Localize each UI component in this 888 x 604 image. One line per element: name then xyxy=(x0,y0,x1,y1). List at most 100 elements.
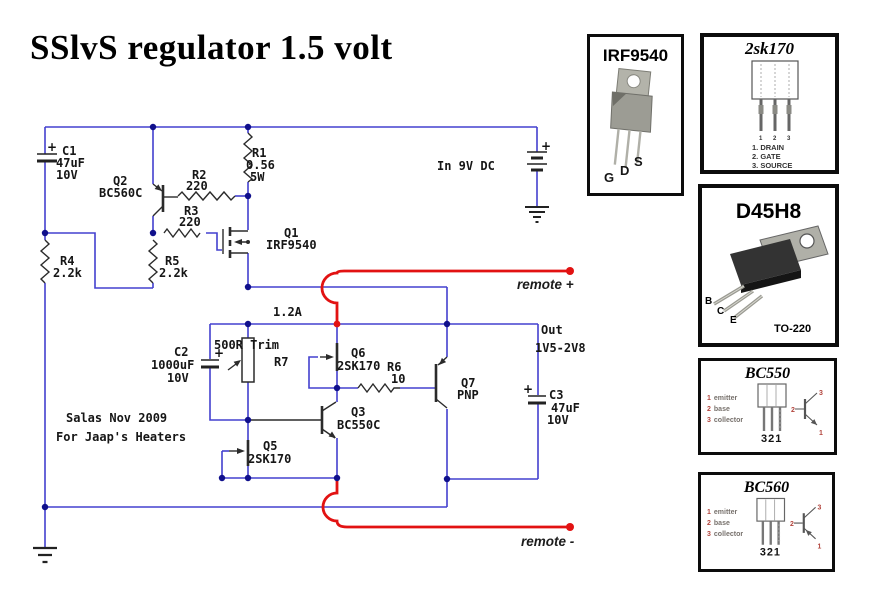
resistors xyxy=(39,132,400,394)
bc550-package-drawing: 321 xyxy=(757,383,787,445)
resistor-r6 xyxy=(357,382,400,394)
svg-text:3: 3 xyxy=(819,390,823,397)
label-current-label: 1.2A xyxy=(273,305,303,319)
remote-plus-terminal xyxy=(566,267,574,275)
panel-2sk170: 2sk170 1 2 3 1. DRAIN 2. GATE 3. SOURCE xyxy=(700,33,839,174)
circuit-schematic: +C147uF10VQ2BC560CR2220R10.565WR3220Q1IR… xyxy=(33,123,586,564)
transistor-q7 xyxy=(434,356,448,409)
label-c1-voltage: 10V xyxy=(56,168,78,182)
remote-minus-terminal xyxy=(566,523,574,531)
capacitor-c1 xyxy=(37,153,57,163)
svg-text:2: 2 xyxy=(790,521,794,528)
label-q6-ref: Q6 xyxy=(351,346,365,360)
2sk170-legend-source: 3. SOURCE xyxy=(752,161,792,169)
irf9540-pin-g: G xyxy=(604,170,614,185)
d45h8-package-name: TO-220 xyxy=(774,323,811,335)
2sk170-pin-3: 3 xyxy=(787,136,791,142)
transistor-q2 xyxy=(152,183,165,217)
label-r7-ref: R7 xyxy=(274,355,288,369)
label-r4-value: 2.2k xyxy=(53,266,83,280)
remote-sense-wires xyxy=(320,267,574,531)
2sk170-pin-2: 2 xyxy=(773,136,777,142)
transistor-q1-mosfet xyxy=(222,227,250,258)
label-c1-ref: C1 xyxy=(62,144,76,158)
label-q1-part: IRF9540 xyxy=(266,238,317,252)
label-r6-value: 10 xyxy=(391,372,405,386)
label-q7-ref: Q7 xyxy=(461,376,475,390)
bc560-pin-order: 321 xyxy=(760,547,781,559)
transistor-q3 xyxy=(248,401,337,439)
transistor-q5-jfet xyxy=(229,440,250,466)
resistor-r5 xyxy=(147,239,159,284)
2sk170-package-drawing: 1 2 3 1. DRAIN 2. GATE 3. SOURCE xyxy=(751,60,799,170)
svg-text:3: 3 xyxy=(817,504,821,511)
label-r2-value: 220 xyxy=(186,179,208,193)
resistor-r2 xyxy=(177,190,236,202)
label-r1-ref: R1 xyxy=(252,146,266,160)
svg-text:2: 2 xyxy=(791,407,795,414)
label-q2-ref: Q2 xyxy=(113,174,127,188)
label-q3-ref: Q3 xyxy=(351,405,365,419)
trimpot-r7 xyxy=(227,337,255,383)
label-c1-value: 47uF xyxy=(56,156,85,170)
label-remote-minus-label: remote - xyxy=(521,534,575,549)
label-c2-ref: C2 xyxy=(174,345,188,359)
bc560-symbol: 3 2 1 xyxy=(790,504,822,550)
panel-bc560-title: BC560 xyxy=(743,479,790,496)
resistor-r3 xyxy=(163,227,201,239)
label-r6-ref: R6 xyxy=(387,360,401,374)
label-c2-value: 1000uF xyxy=(151,358,194,372)
label-r3-value: 220 xyxy=(179,215,201,229)
remote-plus-wire xyxy=(320,269,572,326)
label-r5-value: 2.2k xyxy=(159,266,189,280)
panel-d45h8: D45H8 B C E TO-220 xyxy=(698,184,839,347)
label-r3-ref: R3 xyxy=(184,204,198,218)
capacitor-c3 xyxy=(528,395,546,405)
panel-irf9540: IRF9540 G D S xyxy=(587,34,684,196)
label-plus-battery: + xyxy=(541,139,551,153)
label-plus-c2: + xyxy=(214,346,224,360)
panel-bc550-title: BC550 xyxy=(744,365,791,382)
label-q5-part: 2SK170 xyxy=(248,452,291,466)
irf9540-pin-d: D xyxy=(620,163,629,178)
transistor-q6-jfet xyxy=(320,343,339,371)
label-q3-part: BC550C xyxy=(337,418,380,432)
d45h8-pin-e: E xyxy=(730,315,737,326)
label-plus-c1: + xyxy=(47,140,57,154)
label-plus-c3: + xyxy=(523,382,533,396)
ground-battery xyxy=(525,206,549,223)
2sk170-pin-1: 1 xyxy=(759,136,763,142)
capacitor-c2 xyxy=(201,359,219,369)
panel-2sk170-title: 2sk170 xyxy=(744,39,795,58)
label-r4-ref: R4 xyxy=(60,254,74,268)
label-c3-value: 47uF xyxy=(551,401,580,415)
svg-text:1: 1 xyxy=(819,430,823,437)
d45h8-pin-b: B xyxy=(705,296,712,307)
label-r1-value: 0.56 xyxy=(246,158,275,172)
label-c3-voltage: 10V xyxy=(547,413,569,427)
label-out-label: Out xyxy=(541,323,563,337)
page-title: SSlvS regulator 1.5 volt xyxy=(30,28,393,67)
d45h8-package-drawing: B C E TO-220 xyxy=(705,225,829,335)
resistor-r1 xyxy=(242,132,254,183)
bc560-package-drawing: 321 xyxy=(756,497,786,559)
label-out-range: 1V5-2V8 xyxy=(535,341,586,355)
bc550-symbol: 3 2 1 xyxy=(791,390,823,437)
label-q7-part: PNP xyxy=(457,388,479,402)
label-q2-part: BC560C xyxy=(99,186,142,200)
d45h8-pin-c: C xyxy=(717,306,724,317)
label-credit-line2: For Jaap's Heaters xyxy=(56,430,186,444)
label-r7-type: 500R Trim xyxy=(214,338,279,352)
label-q6-part: 2SK170 xyxy=(337,359,380,373)
label-r5-ref: R5 xyxy=(165,254,179,268)
irf9540-package-drawing: G D S xyxy=(604,68,653,185)
label-credit-line1: Salas Nov 2009 xyxy=(66,411,167,425)
battery-9v xyxy=(527,151,547,172)
label-q1-ref: Q1 xyxy=(284,226,298,240)
remote-minus-wire xyxy=(321,476,572,529)
